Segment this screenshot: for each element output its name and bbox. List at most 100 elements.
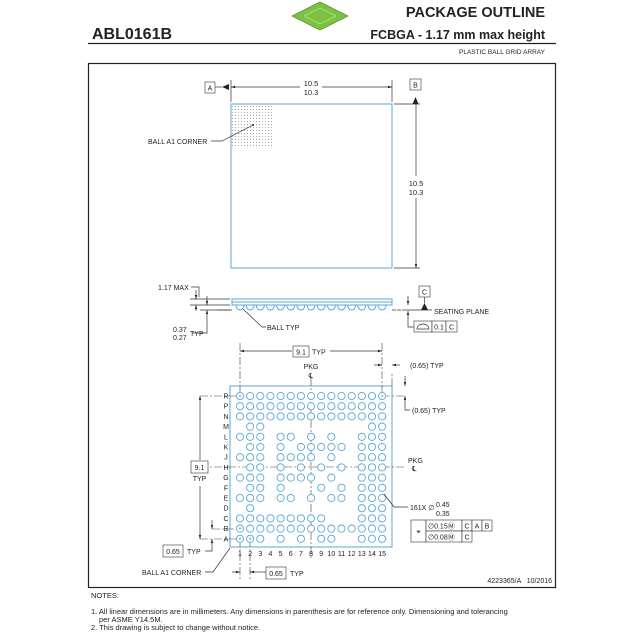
standoff-min: 0.27 — [173, 335, 187, 342]
ball-P11 — [337, 402, 346, 411]
ball-L14 — [367, 432, 377, 441]
side-ball — [265, 304, 275, 311]
note-1-cont: per ASME Y14.5M. — [99, 615, 163, 624]
notes-title: NOTES: — [91, 591, 119, 600]
part-number: ABL0161B — [92, 26, 172, 43]
ball-L13 — [357, 432, 366, 441]
ball-G8 — [306, 473, 316, 482]
ball-E6 — [286, 493, 295, 503]
ball-R14 — [367, 391, 377, 401]
side-ball — [316, 304, 326, 311]
ball-E11 — [337, 493, 346, 503]
ball-J10 — [327, 453, 336, 462]
drawing-frame — [87, 62, 557, 589]
ball-L15 — [378, 432, 387, 441]
ball-C8 — [306, 514, 316, 523]
flatness-datum: C — [449, 325, 454, 332]
pkg-label-right: PKG — [408, 458, 423, 465]
height-max-label: 1.17 MAX — [158, 285, 189, 292]
row-label: J — [224, 455, 228, 462]
ball-C4 — [266, 514, 275, 523]
length-min: 10.3 — [409, 188, 424, 197]
ball-K14 — [367, 442, 377, 452]
ball-H9 — [317, 463, 326, 472]
col-label: 1 — [238, 551, 242, 558]
fcf-row1-datum: A — [475, 524, 480, 531]
ball-J5 — [276, 453, 285, 462]
fcf-row2-tol: ∅0.08Ⓜ — [428, 534, 455, 542]
row-label: R — [223, 394, 228, 401]
logo-icon — [291, 1, 349, 31]
ball-H15 — [378, 463, 387, 472]
ball-B9 — [317, 524, 326, 533]
ball-K5 — [276, 442, 285, 452]
ball-a1-hatch — [232, 105, 272, 147]
ball-F15 — [378, 483, 387, 492]
ball-G15 — [378, 473, 387, 482]
ball-M3 — [256, 422, 265, 431]
ball-B4 — [266, 524, 275, 533]
ball-R5 — [276, 391, 285, 401]
ball-a1-label: BALL A1 CORNER — [148, 139, 207, 146]
ball-P15 — [378, 402, 387, 411]
ball-M14 — [367, 422, 377, 431]
side-view: 1.17 MAX 0.37 0.27 TYP BALL TYP C SEATIN… — [158, 285, 489, 342]
ball-P10 — [327, 402, 336, 411]
ball-F5 — [276, 483, 285, 492]
row-label: G — [223, 475, 228, 482]
side-ball — [326, 304, 336, 311]
ball-C7 — [296, 514, 305, 523]
ball-A3 — [256, 534, 265, 543]
ball-N8 — [306, 412, 316, 421]
ball-E8 — [306, 493, 316, 503]
row-label: N — [223, 414, 228, 421]
ball-L2 — [246, 432, 255, 441]
ball-G7 — [296, 473, 305, 482]
ref-pitch-y: (0.65) TYP — [412, 408, 446, 415]
ball-R4 — [266, 391, 275, 401]
ball-B6 — [286, 524, 295, 533]
side-ball — [276, 304, 286, 311]
ball-C2 — [246, 514, 255, 523]
col-label: 4 — [268, 551, 272, 558]
ball-B3 — [256, 524, 265, 533]
fcf-row2-datum: C — [464, 535, 469, 542]
ball-N14 — [367, 412, 377, 421]
ball-C13 — [357, 514, 366, 523]
col-label: 3 — [258, 551, 262, 558]
ball-N5 — [276, 412, 285, 421]
ball-G13 — [357, 473, 366, 482]
ball-K10 — [327, 442, 336, 452]
row-label: K — [224, 445, 229, 452]
standoff-typ: TYP — [190, 331, 204, 338]
row-label: B — [224, 526, 229, 533]
ball-K9 — [317, 442, 326, 452]
ball-C14 — [367, 514, 377, 523]
ball-J14 — [367, 453, 377, 462]
ball-A14 — [367, 534, 377, 543]
row-label: F — [224, 485, 228, 492]
ball-J3 — [256, 453, 265, 462]
ball-C3 — [256, 514, 265, 523]
ball-G5 — [276, 473, 285, 482]
ball-A9 — [317, 534, 326, 543]
col-label: 10 — [327, 551, 335, 558]
ball-F9 — [317, 483, 326, 492]
ball-F2 — [246, 483, 255, 492]
ball-R10 — [327, 391, 336, 401]
ball-C9 — [317, 514, 326, 523]
ball-L3 — [256, 432, 265, 441]
ball-D15 — [378, 504, 387, 513]
side-ball — [347, 304, 357, 311]
side-ball — [286, 304, 296, 311]
ball-N15 — [378, 412, 387, 421]
ball-B11 — [337, 524, 346, 533]
ball-E3 — [256, 493, 265, 503]
ball-J7 — [296, 453, 305, 462]
ball-P13 — [357, 402, 366, 411]
ball-L1 — [235, 432, 245, 441]
ball-H7 — [296, 463, 305, 472]
ball-P3 — [256, 402, 265, 411]
ball-A15 — [378, 534, 387, 543]
pitch-y: 0.65 — [166, 549, 180, 556]
